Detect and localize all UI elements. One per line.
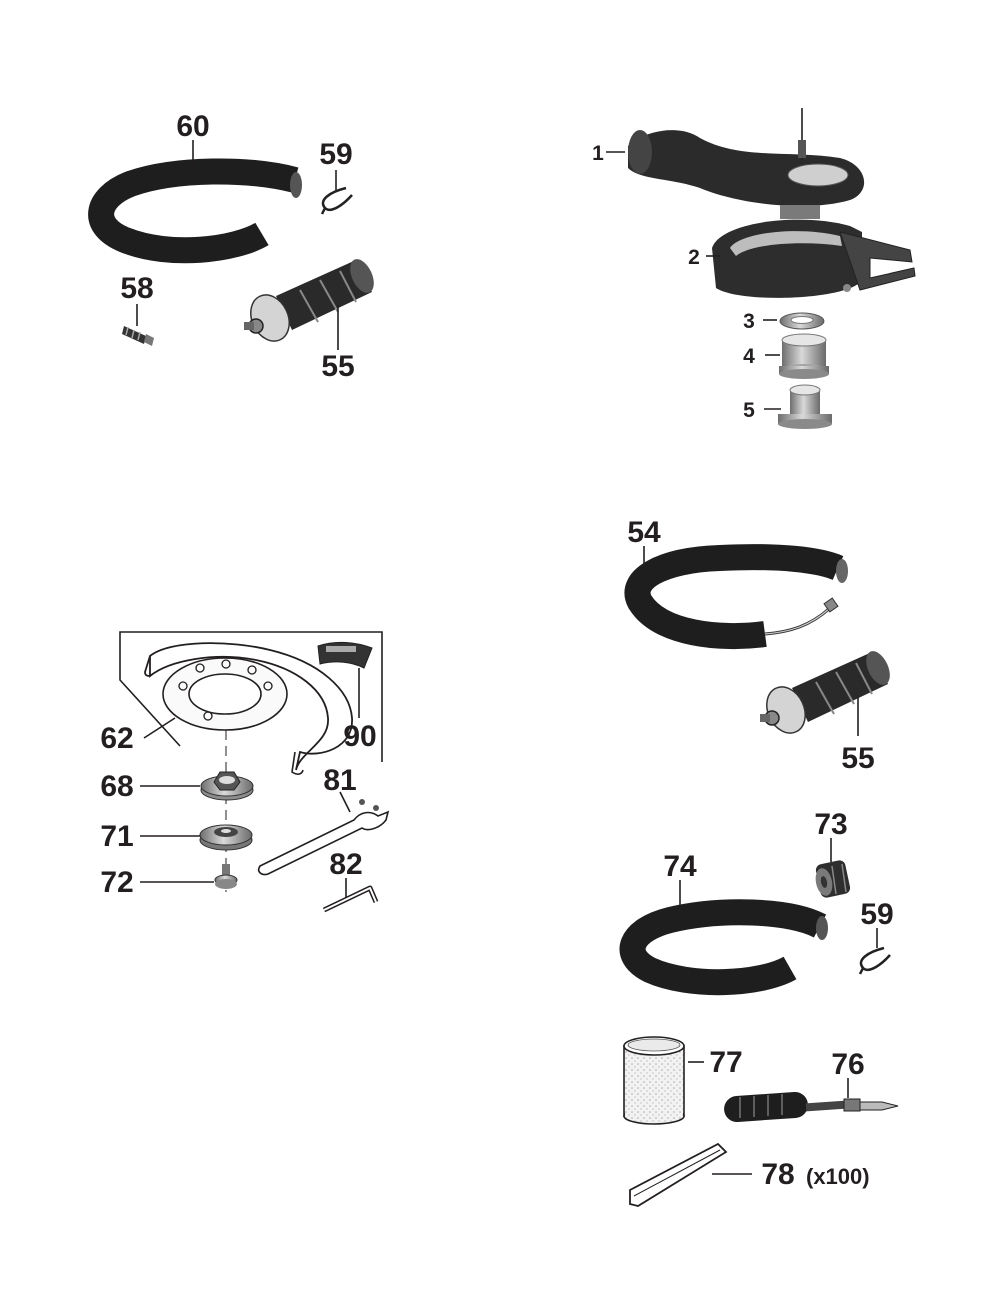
callout-71: 71 — [100, 820, 133, 853]
part-59-clip-top — [320, 186, 353, 215]
callout-5: 5 — [743, 399, 755, 422]
callout-1: 1 — [592, 142, 604, 165]
leader-81 — [339, 791, 351, 813]
callout-54: 54 — [627, 516, 661, 549]
callout-81: 81 — [323, 764, 356, 797]
part-76-screwdriver — [724, 1091, 899, 1123]
part-90-label — [317, 641, 373, 669]
part-1-dust-shroud — [628, 108, 865, 207]
part-73-hose-coupling — [815, 860, 851, 898]
part-74-hose-ring — [619, 899, 828, 996]
callout-2: 2 — [688, 246, 700, 269]
part-68-flange-nut — [200, 771, 254, 801]
callout-60: 60 — [176, 110, 209, 143]
part-78-strip — [629, 1142, 728, 1207]
part-5-flanged-sleeve — [778, 384, 832, 429]
part-54-hose-with-cable — [624, 544, 848, 650]
callout-58: 58 — [120, 272, 153, 305]
part-71-inner-flange — [199, 824, 253, 851]
leader-62 — [143, 717, 176, 739]
part-72-bolt — [214, 864, 238, 889]
callout-72: 72 — [100, 866, 133, 899]
part-62-wheel-guard — [144, 642, 353, 775]
bracket-frame — [119, 631, 383, 762]
part-2-shroud-base — [712, 205, 916, 298]
callout-3: 3 — [743, 310, 755, 333]
part-3-washer — [779, 312, 825, 330]
part-59-clip-bottom — [858, 946, 891, 975]
callout-59-bottom: 59 — [860, 898, 893, 931]
callout-90: 90 — [343, 720, 376, 753]
part-82-hex-key — [322, 885, 379, 913]
part-81-pin-spanner — [257, 799, 390, 876]
callout-78: 78 — [761, 1158, 794, 1191]
part-77-container — [623, 1036, 685, 1125]
callout-76: 76 — [831, 1048, 864, 1081]
part-58-screw — [122, 326, 154, 346]
callout-82: 82 — [329, 848, 362, 881]
part-55-side-handle-middle — [760, 651, 890, 734]
quantity-note-78: (x100) — [806, 1164, 870, 1189]
callout-68: 68 — [100, 770, 133, 803]
callout-74: 74 — [663, 850, 697, 883]
part-4-bushing — [779, 333, 829, 379]
callout-73: 73 — [814, 808, 847, 841]
callout-55-middle: 55 — [841, 742, 874, 775]
part-60-hose-ring — [88, 158, 302, 264]
callout-59-top: 59 — [319, 138, 352, 171]
callout-62: 62 — [100, 722, 133, 755]
callout-4: 4 — [743, 345, 755, 368]
callout-77: 77 — [709, 1046, 742, 1079]
callout-55-top: 55 — [321, 350, 354, 383]
part-55-side-handle-top — [244, 259, 374, 342]
